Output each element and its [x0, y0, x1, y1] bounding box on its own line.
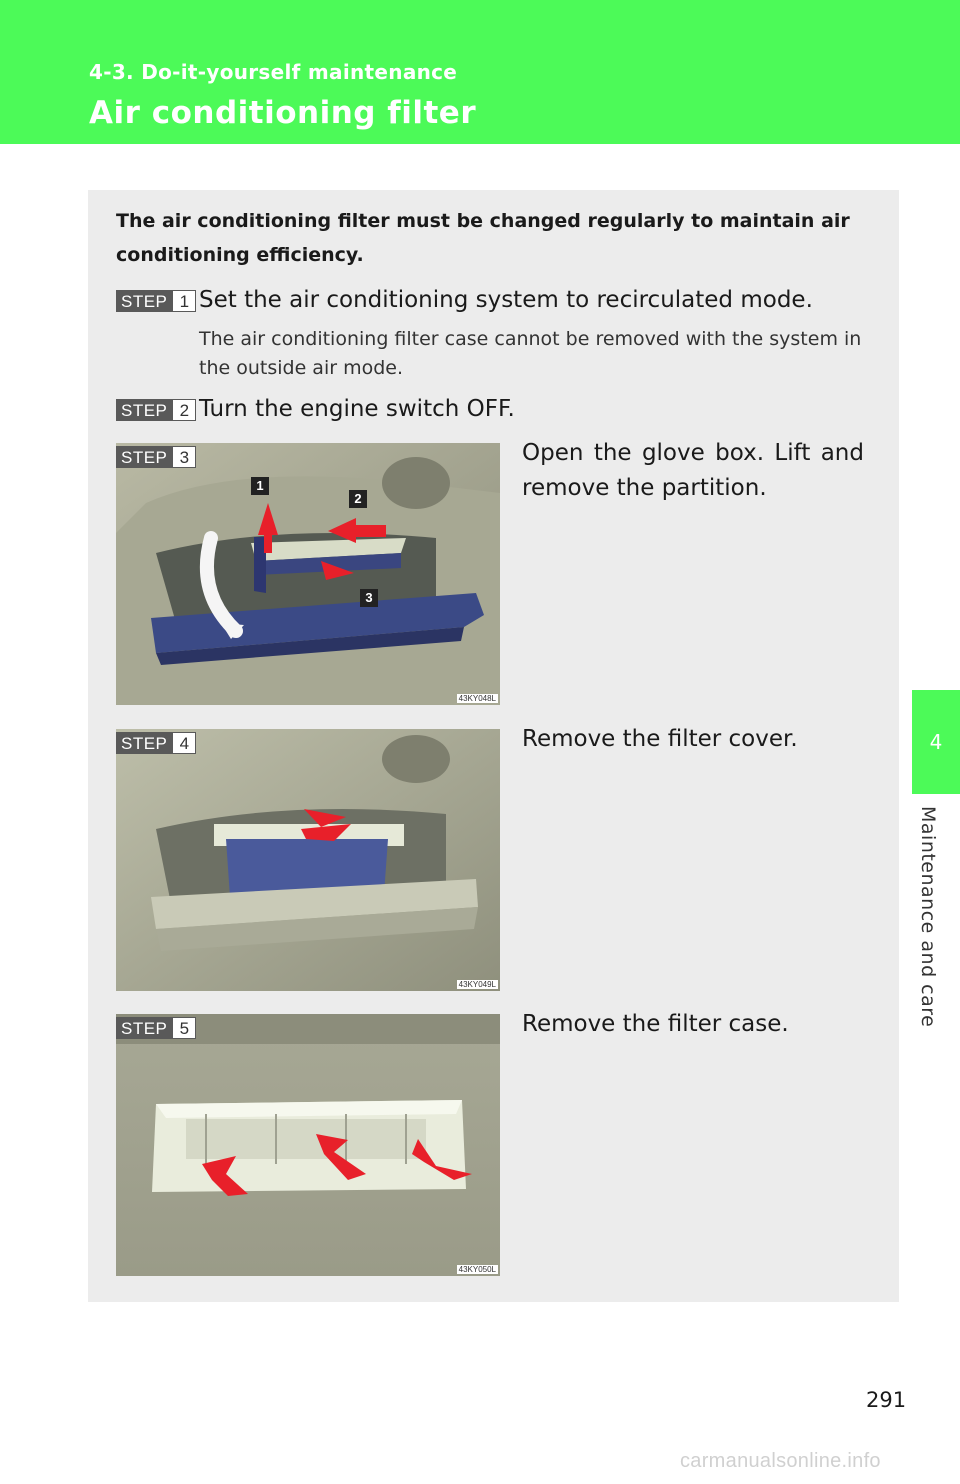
filter-cover-illustration [116, 729, 500, 991]
chapter-label: Maintenance and care [917, 806, 939, 1028]
page-title: Air conditioning filter [89, 95, 477, 131]
step-1-text: Set the air conditioning system to recir… [199, 287, 813, 313]
step-3-badge: STEP 3 [116, 446, 197, 468]
step-1-note: The air conditioning filter case cannot … [199, 328, 862, 379]
intro-text: The air conditioning filter must be chan… [116, 210, 850, 266]
step-word: STEP [116, 1017, 173, 1039]
step-number: 3 [172, 446, 197, 468]
step-word: STEP [116, 399, 173, 421]
step-4-text: Remove the filter cover. [522, 726, 798, 752]
filter-case-illustration [116, 1014, 500, 1276]
chapter-tab[interactable]: 4 [912, 690, 960, 794]
image-code: 43KY048L [456, 694, 498, 703]
step-4-badge: STEP 4 [116, 732, 197, 754]
watermark: carmanualsonline.info [680, 1450, 881, 1472]
step-word: STEP [116, 290, 173, 312]
step-5-text: Remove the filter case. [522, 1011, 789, 1037]
page-number: 291 [866, 1388, 907, 1412]
step-2-text: Turn the engine switch OFF. [199, 396, 515, 422]
step-3-photo: 1 2 3 43KY048L [116, 443, 500, 705]
section-label: 4-3. Do-it-yourself maintenance [89, 60, 458, 84]
page-header [0, 0, 960, 144]
image-code: 43KY049L [456, 980, 498, 989]
callout-1: 1 [251, 477, 269, 495]
callout-3: 3 [360, 589, 378, 607]
step-word: STEP [116, 732, 173, 754]
step-5-photo: 43KY050L [116, 1014, 500, 1276]
step-2-badge: STEP 2 [116, 399, 197, 421]
step-word: STEP [116, 446, 173, 468]
step-number: 4 [172, 732, 197, 754]
step-1-badge: STEP 1 [116, 290, 197, 312]
image-code: 43KY050L [456, 1265, 498, 1274]
step-4-photo: 43KY049L [116, 729, 500, 991]
step-3-text: Open the glove box. Lift and remove the … [522, 440, 864, 501]
step-number: 5 [172, 1017, 197, 1039]
callout-2: 2 [349, 490, 367, 508]
step-number: 1 [172, 290, 197, 312]
glove-box-partition-illustration [116, 443, 500, 705]
step-5-badge: STEP 5 [116, 1017, 197, 1039]
step-number: 2 [172, 399, 197, 421]
